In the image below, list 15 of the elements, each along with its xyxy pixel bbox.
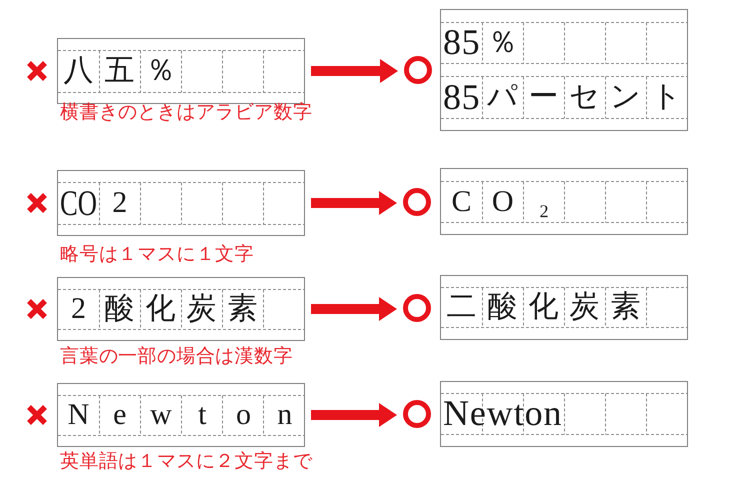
arrow [311, 297, 397, 321]
grid-text: C O ₂ [450, 184, 550, 220]
grid-text: N e w t o n [66, 397, 294, 433]
rule-note: 言葉の一部の場合は漢数字 [60, 346, 293, 368]
arrow [311, 403, 397, 427]
rule-note: 略号は１マスに１文字 [60, 244, 254, 266]
rule-note: 英単語は１マスに２文字まで [60, 451, 312, 473]
grid-text: 85％ [442, 22, 518, 63]
grid-text: 二酸化炭素 [446, 289, 642, 325]
grid-text: Newton [442, 393, 564, 434]
rule-note: 横書きのときはアラビア数字 [60, 102, 312, 124]
arrow [311, 191, 397, 215]
arrow [311, 59, 398, 83]
grid-text: 八五％ [62, 53, 176, 89]
grid-text: CO 2 [59, 182, 128, 224]
